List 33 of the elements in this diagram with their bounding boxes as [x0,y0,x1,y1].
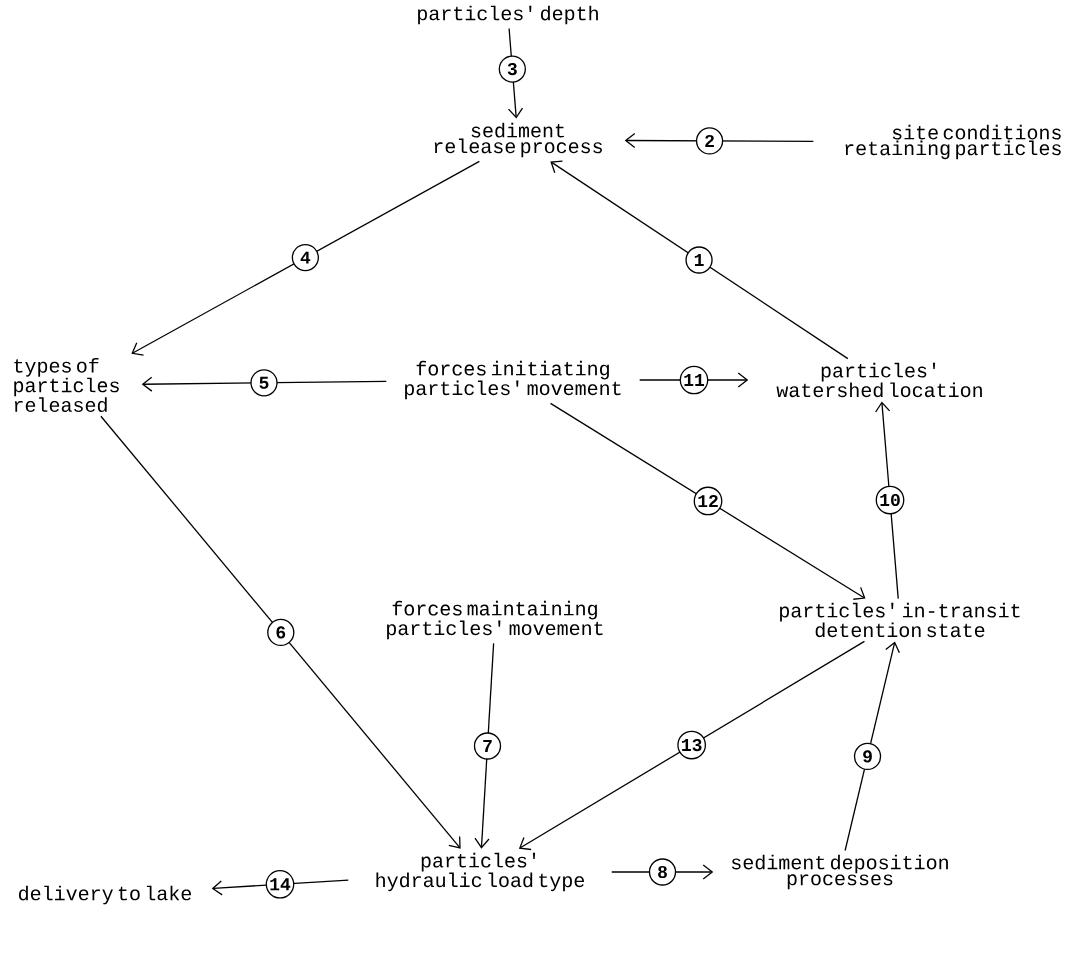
node-text: particles' depth [418,5,598,25]
arrow [141,376,387,392]
node-text: delivery to lake [19,885,191,905]
edge-label: 2 [695,127,724,155]
edge-label: 9 [853,742,882,771]
edge-label: 10 [875,485,905,515]
edge-label: 4 [291,243,319,272]
node-text: types of particles released [14,358,119,412]
node-text: particles' watershed location [776,362,982,398]
arrow [550,160,849,360]
arrow [844,641,901,852]
node-text: sediment deposition processes [731,854,948,890]
arrow [518,640,866,851]
edge-label: 12 [693,486,723,516]
edge-label: 11 [679,365,709,395]
node-text: forces maintaining particles' movement [387,600,603,640]
arrow [100,415,461,849]
arrow [549,402,866,600]
node-text: particles' in-transit detention state [780,602,1020,638]
node-text: forces initiating particles' movement [405,360,621,400]
edge-label: 6 [267,618,295,647]
node-text: particles' hydraulic load type [376,852,584,892]
edge-label: 7 [473,732,502,760]
edge-label: 14 [265,870,295,899]
edge-label: 13 [677,730,707,760]
edge-label: 3 [498,55,526,83]
arrow [624,132,814,149]
edge-label: 5 [250,369,278,397]
arrow [131,160,481,356]
node-text: site conditions retaining particles [845,124,1061,160]
edge-label: 8 [648,858,677,886]
node-text: sediment release process [434,122,602,158]
edge-label: 1 [685,246,713,274]
